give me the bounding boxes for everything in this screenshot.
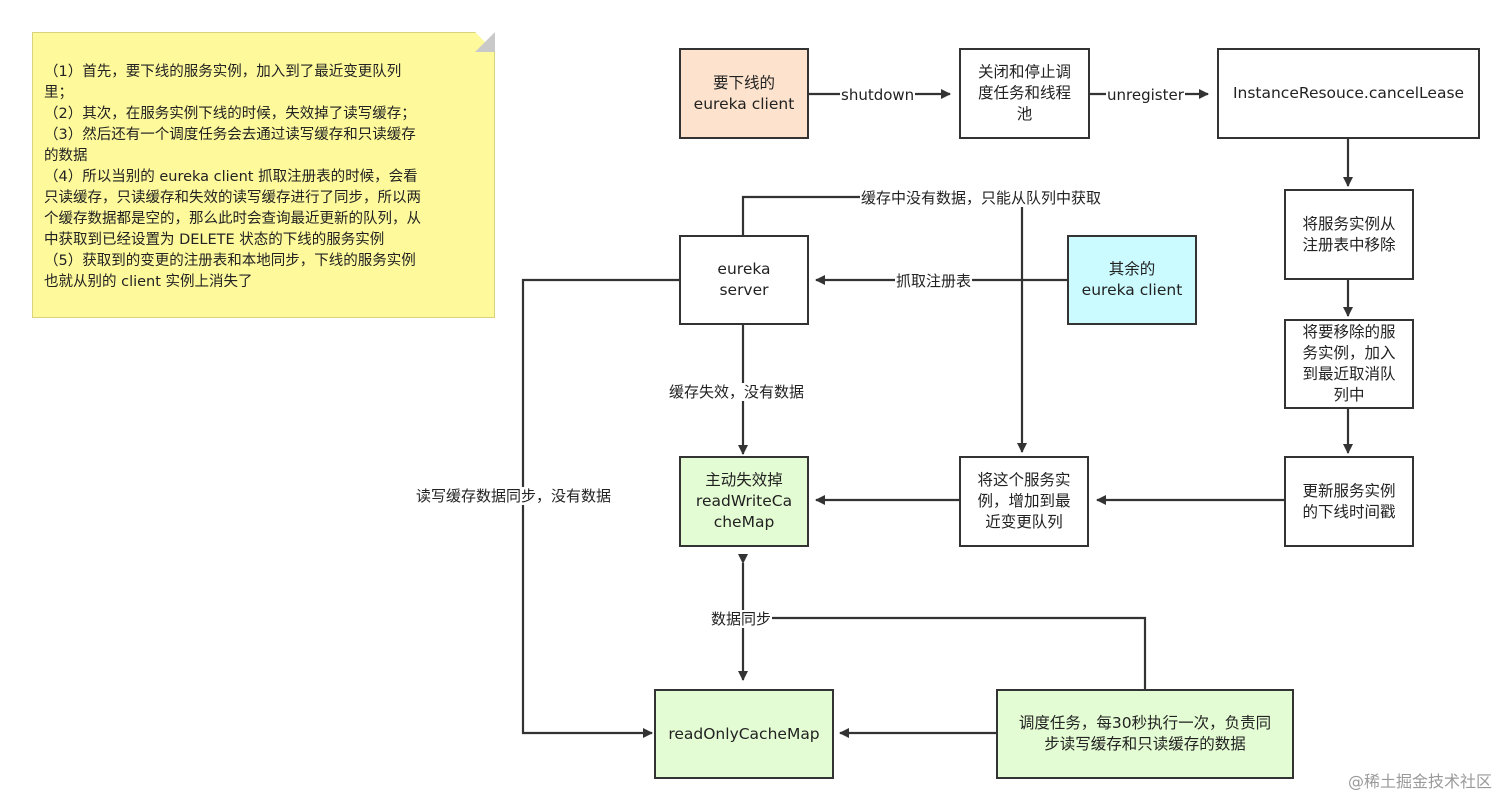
arrow-server-to-readonly xyxy=(521,278,679,738)
close-tasks-box: 关闭和停止调度任务和线程池 xyxy=(959,48,1090,139)
line-scheduler-to-sync xyxy=(743,616,1147,689)
note-line: 里； xyxy=(44,85,73,101)
note-line: 只读缓存，只读缓存和失效的读写缓存进行了同步，所以两 xyxy=(44,190,421,206)
fetch-registry-label: 抓取注册表 xyxy=(895,272,973,290)
sticky-note xyxy=(32,32,495,318)
sticky-note-text: （1）首先，要下线的服务实例，加入到了最近变更队列 里； （2）其次，在服务实例… xyxy=(44,62,484,293)
readonly-cache-box: readOnlyCacheMap xyxy=(654,689,834,779)
update-offline-time-box: 更新服务实例的下线时间戳 xyxy=(1284,456,1414,547)
note-line: （4）所以当别的 eureka client 抓取注册表的时候，会看 xyxy=(44,169,418,185)
note-line: （1）首先，要下线的服务实例，加入到了最近变更队列 xyxy=(44,64,402,80)
note-line: 个缓存数据都是空的，那么此时会查询最近更新的队列，从 xyxy=(44,211,421,227)
sticky-note-fold xyxy=(475,32,495,52)
shutdown-label: shutdown xyxy=(840,86,916,104)
note-line: 的数据 xyxy=(44,148,88,164)
cancel-lease-box: InstanceResouce.cancelLease xyxy=(1217,48,1480,139)
add-to-cancel-queue-box: 将要移除的服务实例，加入到最近取消队列中 xyxy=(1284,319,1414,409)
scheduler-task-box: 调度任务，每30秒执行一次，负责同步读写缓存和只读缓存的数据 xyxy=(996,689,1294,779)
watermark: @稀土掘金技术社区 xyxy=(1347,772,1492,791)
rw-sync-label: 读写缓存数据同步，没有数据 xyxy=(415,487,613,505)
data-sync-label: 数据同步 xyxy=(710,610,773,628)
queue-fetch-label: 缓存中没有数据，只能从队列中获取 xyxy=(860,189,1103,207)
note-line: 也就从别的 client 实例上消失了 xyxy=(44,274,253,290)
note-line: （5）获取到的变更的注册表和本地同步，下线的服务实例 xyxy=(44,253,416,269)
remove-from-registry-box: 将服务实例从注册表中移除 xyxy=(1284,189,1414,280)
note-line: （3）然后还有一个调度任务会去通过读写缓存和只读缓存 xyxy=(44,127,416,143)
unregister-label: unregister xyxy=(1106,86,1185,104)
note-line: 中获取到已经设置为 DELETE 状态的下线的服务实例 xyxy=(44,232,385,248)
add-to-change-queue-box: 将这个服务实例，增加到最近变更队列 xyxy=(959,456,1089,547)
cache-invalid-label: 缓存失效，没有数据 xyxy=(668,383,806,401)
note-line: （2）其次，在服务实例下线的时候，失效掉了读写缓存； xyxy=(44,106,416,122)
